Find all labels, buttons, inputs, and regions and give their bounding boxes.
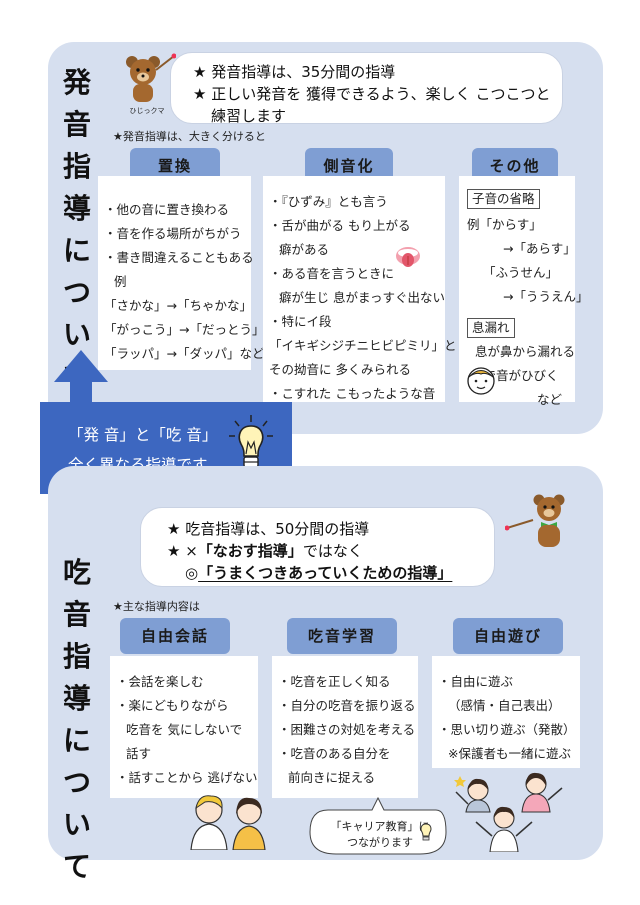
children-playing-illustration (454, 772, 563, 852)
chikan-item: ・音を作る場所がちがう (104, 226, 242, 241)
chikan-item: 「さかな」→「ちゃかな」 (104, 298, 252, 313)
lightbulb-icon (229, 415, 273, 468)
jiyu-asobi-item: ・思い切り遊ぶ（発散） (438, 722, 576, 737)
sokuonka-item: ・こすれた こもったような音 (269, 386, 436, 401)
kitsuon-summary-line-2: ★ ×「なおす指導」ではなく (167, 542, 363, 560)
kitsuon-note: ★主な指導内容は (113, 600, 200, 613)
sokuonka-item: ・ある音を言うときに (269, 266, 395, 281)
kitsuon-summary-line-1: ★ 吃音指導は、50分間の指導 (167, 520, 370, 538)
sokuonka-box: ・『ひずみ』とも言う ・舌が曲がる もり上がる 癖がある ・ある音を言うときに … (263, 176, 457, 402)
omission-label: 子音の省略 (467, 189, 540, 209)
difference-line-1: 「発 音」と「吃 音」 (68, 426, 218, 444)
career-line-1: 「キャリア教育」に (330, 820, 430, 833)
chikan-item: 例 (114, 274, 127, 289)
tongue-icon (396, 247, 420, 267)
leak-label: 息漏れ (467, 318, 515, 338)
sokuonka-item: ・舌が曲がる もり上がる (269, 218, 411, 233)
jiyu-asobi-box: ・自由に遊ぶ （感情・自己表出） ・思い切り遊ぶ（発散） ※保護者も一緒に遊ぶ (432, 656, 580, 768)
jiyu-asobi-item: ・自由に遊ぶ (438, 674, 514, 689)
chikan-item: ・他の音に置き換わる (104, 202, 230, 217)
kitsuon-gakushu-item: ・困難さの対処を考える (278, 722, 416, 737)
sokuonka-item: その拗音に 多くみられる (269, 362, 411, 377)
kitsuon-summary-line-3: ◎「うまくつきあっていくための指導」 (185, 564, 453, 582)
bear-label: ひじっクマ (129, 107, 165, 115)
jiyu-asobi-item: （感情・自己表出） (448, 698, 561, 713)
chikan-item: 「ラッパ」→「ダッパ」など (104, 346, 265, 361)
hatsuon-summary-line-3: 練習します (211, 107, 287, 125)
kitsuon-gakushu-item: ・自分の吃音を振り返る (278, 698, 416, 713)
omission-item: 「ふうせん」 (483, 265, 559, 280)
career-line-2: つながります (347, 836, 413, 849)
bear-pointer-icon-2 (505, 494, 565, 547)
leak-item: 息が鼻から漏れる (475, 344, 576, 359)
hatsuon-summary-bubble: ★ 発音指導は、35分間の指導 ★ 正しい発音を 獲得できるよう、楽しく こつこ… (170, 52, 563, 125)
hatsuon-summary-line-2: ★ 正しい発音を 獲得できるよう、楽しく こつこつと (193, 85, 551, 103)
career-bubble-shape (309, 796, 447, 855)
omission-item: 例「からす」 (467, 217, 542, 232)
jiyu-kaiwa-box: ・会話を楽しむ ・楽にどもりながら 吃音を 気にしないで 話す ・話すことから … (110, 656, 258, 798)
kitsuon-vertical-title: 吃音 指導 につ いて (62, 556, 91, 883)
omission-item: →「ううえん」 (503, 289, 589, 304)
kitsuon-gakushu-box: ・吃音を正しく知る ・自分の吃音を振り返る ・困難さの対処を考える ・吃音のある… (272, 656, 418, 798)
kitsuon-gakushu-item: ・吃音を正しく知る (278, 674, 391, 689)
omission-item: →「あらす」 (503, 241, 576, 256)
tab-jiyu-asobi: 自由遊び (453, 618, 563, 654)
jiyu-kaiwa-item: ・話すことから 逃げない (116, 770, 258, 785)
sokuonka-item: 癖が生じ 息がまっすぐ出ない (279, 290, 445, 305)
sokuonka-item: ・特にイ段 (269, 314, 332, 329)
kitsuon-gakushu-item: 前向きに捉える (288, 770, 376, 785)
small-lightbulb-icon (420, 823, 432, 841)
tab-kitsuon-gakushu: 吃音学習 (287, 618, 397, 654)
career-bubble: 「キャリア教育」に つながります (330, 818, 430, 850)
hatsuon-summary-line-1: ★ 発音指導は、35分間の指導 (193, 63, 396, 81)
jiyu-kaiwa-item: ・会話を楽しむ (116, 674, 204, 689)
jiyu-kaiwa-item: 吃音を 気にしないで (126, 722, 243, 737)
chikan-box: ・他の音に置き換わる ・音を作る場所がちがう ・書き間違えることもある 例 「さ… (98, 176, 265, 370)
hatsuon-vertical-title: 発音 指導 につ いて (62, 66, 91, 393)
jiyu-kaiwa-item: ・楽にどもりながら (116, 698, 229, 713)
sonota-box: 子音の省略 例「からす」 →「あらす」 「ふうせん」 →「ううえん」 息漏れ 息… (459, 176, 589, 407)
sokuonka-item: 「イキギシジチニヒビピミリ」と (269, 338, 457, 353)
jiyu-asobi-item: ※保護者も一緒に遊ぶ (448, 746, 571, 761)
sokuonka-item: 癖がある (279, 242, 330, 257)
tab-jiyu-kaiwa: 自由会話 (120, 618, 230, 654)
leak-item: など (537, 392, 563, 407)
bear-illustration: ひじっクマ (118, 52, 177, 115)
bear-pointer-icon (126, 53, 177, 102)
hatsuon-note: ★発音指導は、大きく分けると (113, 130, 266, 143)
chikan-item: ・書き間違えることもある (104, 250, 254, 265)
children-talking-illustration (190, 795, 266, 850)
face-icon (467, 367, 495, 395)
sokuonka-item: ・『ひずみ』とも言う (269, 194, 388, 209)
kitsuon-gakushu-item: ・吃音のある自分を (278, 746, 391, 761)
jiyu-kaiwa-item: 話す (126, 746, 152, 761)
kitsuon-summary-bubble: ★ 吃音指導は、50分間の指導 ★ ×「なおす指導」ではなく ◎「うまくつきあっ… (140, 507, 495, 587)
chikan-item: 「がっこう」→「だっとう」 (104, 322, 265, 337)
